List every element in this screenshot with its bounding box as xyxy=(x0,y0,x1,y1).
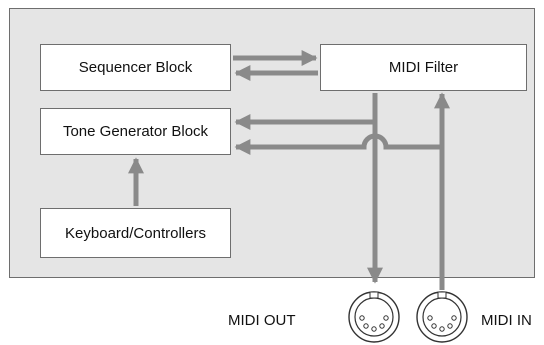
sequencer-block-label: Sequencer Block xyxy=(78,59,193,76)
midi-in-label: MIDI IN xyxy=(481,312,532,329)
keyboard-controllers-label: Keyboard/Controllers xyxy=(65,224,206,242)
arrow-midi-in-to-tone xyxy=(234,133,442,156)
tone-generator-label: Tone Generator Block xyxy=(62,123,209,140)
midi-out-connector-icon xyxy=(348,291,400,343)
midi-filter-block: MIDI Filter xyxy=(320,44,527,91)
sequencer-block: Sequencer Block xyxy=(40,44,231,91)
midi-filter-label: MIDI Filter xyxy=(388,59,459,76)
midi-out-label: MIDI OUT xyxy=(228,312,296,329)
tone-generator-block: Tone Generator Block xyxy=(40,108,231,155)
midi-in-connector-icon xyxy=(416,291,468,343)
keyboard-controllers-block: Keyboard/Controllers xyxy=(40,208,231,258)
